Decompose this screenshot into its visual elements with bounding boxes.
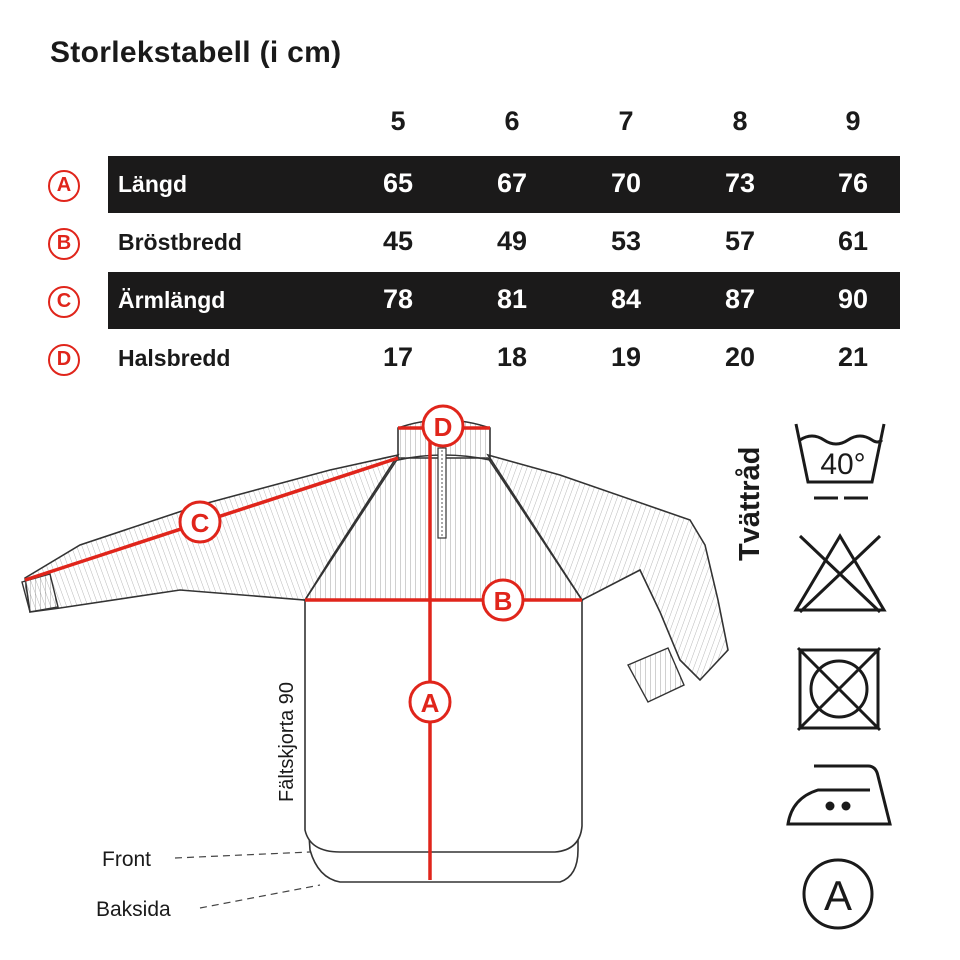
page-title: Storlekstabell (i cm) xyxy=(50,36,342,69)
row-label: Ärmlängd xyxy=(118,287,226,313)
diagram-marker-c-circle xyxy=(178,500,222,544)
diagram-marker-a: A xyxy=(421,688,440,718)
no-tumble-dry-icon xyxy=(796,646,882,732)
diagram-marker-a-circle xyxy=(408,680,452,724)
table-cell: 73 xyxy=(724,168,756,198)
row-label: Bröstbredd xyxy=(118,229,242,255)
product-name: Fältskjorta 90 xyxy=(276,681,298,802)
table-cell: 70 xyxy=(610,168,642,198)
no-bleach-icon xyxy=(793,533,887,614)
zipper xyxy=(437,447,447,539)
row-marker-a: A xyxy=(48,170,80,202)
table-cell: 17 xyxy=(382,342,414,372)
row-marker-b: B xyxy=(48,228,80,260)
size-header-9: 9 xyxy=(845,106,861,136)
right-cuff xyxy=(627,647,685,703)
table-cell: 19 xyxy=(610,342,642,372)
table-cell: 81 xyxy=(496,284,528,314)
dry-clean-a-icon xyxy=(802,858,874,930)
table-cell: 78 xyxy=(382,284,414,314)
table-cell: 49 xyxy=(496,226,528,256)
diagram-marker-b: B xyxy=(494,586,513,616)
care-heading: Tvättråd xyxy=(734,446,766,561)
right-sleeve xyxy=(486,453,729,682)
front-label: Front xyxy=(102,848,152,871)
row-marker-d: D xyxy=(48,344,80,376)
table-cell: 18 xyxy=(496,342,528,372)
diagram-marker-c: C xyxy=(191,508,210,538)
table-cell: 67 xyxy=(496,168,528,198)
diagram-marker-d: D xyxy=(434,412,453,442)
table-cell: 21 xyxy=(837,342,869,372)
diagram-marker-b-circle xyxy=(481,578,525,622)
table-row: Längd 65 67 70 73 76 xyxy=(108,156,900,213)
row-marker-c: C xyxy=(48,286,80,318)
table-cell: 87 xyxy=(724,284,756,314)
garment-body xyxy=(304,599,583,853)
front-pointer-line xyxy=(174,851,311,859)
table-cell: 53 xyxy=(610,226,642,256)
back-pointer-line xyxy=(199,884,321,909)
table-cell: 61 xyxy=(837,226,869,256)
table-cell: 57 xyxy=(724,226,756,256)
size-header-7: 7 xyxy=(618,106,634,136)
table-cell: 90 xyxy=(837,284,869,314)
table-row: Ärmlängd 78 81 84 87 90 xyxy=(108,272,900,329)
garment-back-hem xyxy=(307,819,579,883)
table-row: Halsbredd 17 18 19 20 21 xyxy=(108,330,900,387)
size-header-6: 6 xyxy=(504,106,520,136)
size-header-8: 8 xyxy=(732,106,748,136)
table-cell: 45 xyxy=(382,226,414,256)
size-header-5: 5 xyxy=(390,106,406,136)
table-row: Bröstbredd 45 49 53 57 61 xyxy=(108,214,900,271)
wash-40-icon xyxy=(794,423,886,500)
iron-medium-icon xyxy=(786,764,892,826)
table-cell: 84 xyxy=(610,284,642,314)
table-cell: 76 xyxy=(837,168,869,198)
table-cell: 65 xyxy=(382,168,414,198)
dry-clean-letter: A xyxy=(823,872,852,919)
wash-temperature: 40° xyxy=(820,448,866,481)
back-label: Baksida xyxy=(96,898,171,921)
row-label: Längd xyxy=(118,171,187,197)
diagram-marker-d-circle xyxy=(421,404,465,448)
table-cell: 20 xyxy=(724,342,756,372)
row-label: Halsbredd xyxy=(118,345,231,371)
